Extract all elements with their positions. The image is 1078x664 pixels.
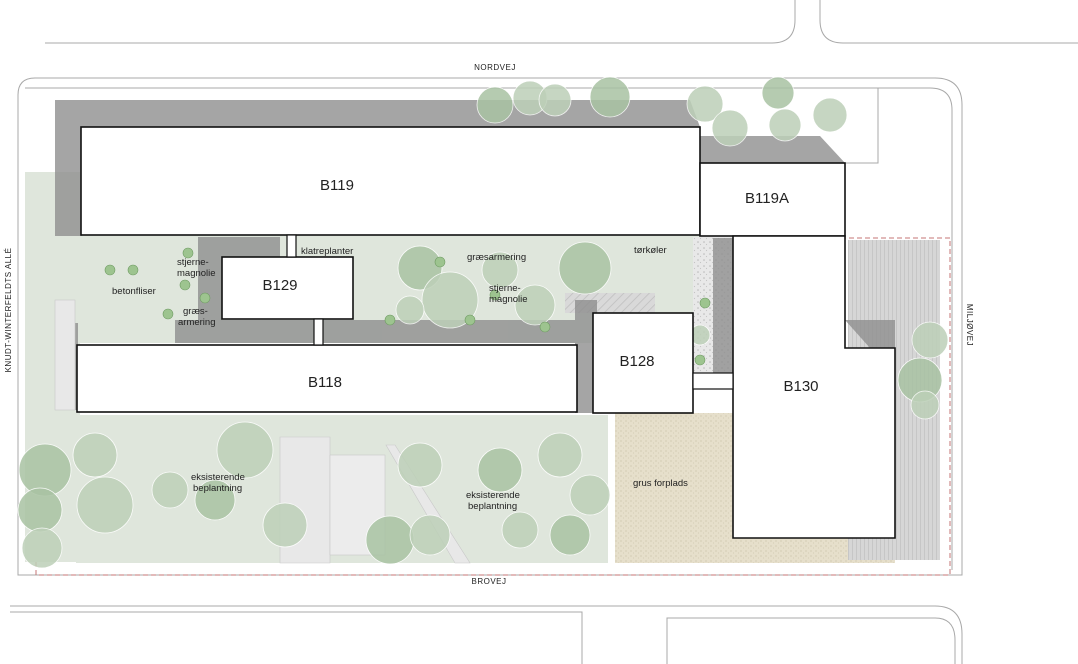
shrub bbox=[434, 256, 446, 268]
label-graes-b: armering bbox=[178, 317, 216, 328]
building-b130[interactable] bbox=[732, 235, 896, 539]
tree bbox=[549, 514, 591, 556]
tree bbox=[21, 527, 63, 569]
tree bbox=[17, 487, 63, 533]
label-torkoler: tørkøler bbox=[634, 245, 667, 256]
tree bbox=[397, 442, 443, 488]
label-stjerne-magnolie-1b: magnolie bbox=[177, 268, 216, 279]
street-labels: NORDVEJ BROVEJ KNUDT-WINTERFELDTS ALLÉ M… bbox=[4, 63, 974, 586]
tree bbox=[76, 476, 134, 534]
shrub bbox=[199, 292, 211, 304]
tree bbox=[537, 432, 583, 478]
tree bbox=[421, 271, 479, 329]
street-brovej: BROVEJ bbox=[471, 577, 506, 586]
label-grus-forplads: grus forplads bbox=[633, 478, 688, 489]
building-b118[interactable] bbox=[76, 344, 578, 413]
label-eksisterende-2a: eksisterende bbox=[466, 490, 520, 501]
building-b128[interactable] bbox=[592, 312, 694, 414]
street-knudt-winterfeldts-alle: KNUDT-WINTERFELDTS ALLÉ bbox=[4, 248, 13, 373]
label-betonfliser: betonfliser bbox=[112, 286, 156, 297]
trees bbox=[17, 76, 949, 569]
tree bbox=[151, 471, 189, 509]
street-nordvej: NORDVEJ bbox=[474, 63, 516, 72]
shrub bbox=[179, 279, 191, 291]
tree bbox=[711, 109, 749, 147]
label-b118: B118 bbox=[308, 374, 342, 391]
tree bbox=[194, 479, 236, 521]
tree bbox=[589, 76, 631, 118]
building-labels: B119 B119A B129 B118 B128 B130 bbox=[262, 177, 818, 395]
label-stjerne-magnolie-2b: magnolie bbox=[489, 294, 528, 305]
tree bbox=[262, 502, 308, 548]
label-b130: B130 bbox=[783, 378, 818, 395]
label-b128: B128 bbox=[619, 353, 654, 370]
tree bbox=[768, 108, 802, 142]
label-eksisterende-2b: beplantning bbox=[468, 501, 517, 512]
buildings bbox=[76, 126, 896, 539]
label-graes-a: græs- bbox=[183, 306, 208, 317]
road-network bbox=[10, 0, 1078, 664]
shrub bbox=[162, 308, 174, 320]
label-b129: B129 bbox=[262, 277, 297, 294]
tree bbox=[686, 85, 724, 123]
tree bbox=[569, 474, 611, 516]
building-b119[interactable] bbox=[80, 126, 701, 236]
connector-links bbox=[286, 234, 734, 390]
tree bbox=[911, 321, 949, 359]
label-stjerne-magnolie-2a: stjerne- bbox=[489, 283, 521, 294]
tree bbox=[761, 76, 795, 110]
shrub bbox=[464, 314, 476, 326]
shrub bbox=[539, 321, 551, 333]
tree bbox=[476, 86, 514, 124]
label-graesarmering: græsarmering bbox=[467, 252, 526, 263]
tree bbox=[501, 511, 539, 549]
tree bbox=[395, 295, 425, 325]
tree bbox=[481, 251, 519, 289]
shrub bbox=[182, 247, 194, 259]
tree bbox=[477, 447, 523, 493]
tree bbox=[409, 514, 451, 556]
tree bbox=[558, 241, 612, 295]
label-b119a: B119A bbox=[745, 190, 789, 207]
tree bbox=[216, 421, 274, 479]
tree bbox=[538, 83, 572, 117]
building-b119a[interactable] bbox=[699, 162, 846, 237]
shrub bbox=[699, 297, 711, 309]
landscape-labels: betonfliser stjerne- magnolie græs- arme… bbox=[112, 245, 688, 512]
tree bbox=[514, 284, 556, 326]
label-b119: B119 bbox=[320, 177, 354, 194]
shrub bbox=[104, 264, 116, 276]
tree bbox=[72, 432, 118, 478]
shrub bbox=[489, 289, 501, 301]
label-eksisterende-1a: eksisterende bbox=[191, 472, 245, 483]
tree bbox=[365, 515, 415, 565]
label-stjerne-magnolie-1a: stjerne- bbox=[177, 257, 209, 268]
street-miljovej: MILJØVEJ bbox=[965, 304, 974, 346]
shrub bbox=[384, 314, 396, 326]
tree bbox=[812, 97, 848, 133]
label-klatreplanter: klatreplanter bbox=[301, 246, 353, 257]
tree bbox=[910, 390, 940, 420]
shrub bbox=[127, 264, 139, 276]
label-eksisterende-1b: beplantning bbox=[193, 483, 242, 494]
shrub bbox=[694, 354, 706, 366]
